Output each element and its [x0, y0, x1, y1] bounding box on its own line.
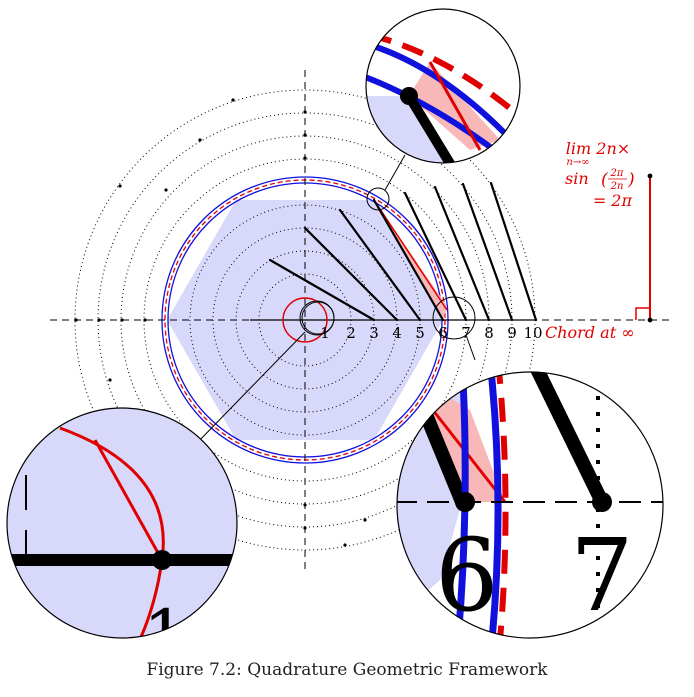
indicator-circle-center	[301, 301, 335, 335]
connector-right	[465, 334, 476, 361]
tick-10: 10	[523, 324, 542, 342]
tick-1: 1	[320, 324, 330, 342]
formula-sin: sin	[565, 169, 589, 188]
connector-center	[194, 331, 306, 446]
chord-at-infinity-label: Chord at ∞	[545, 323, 635, 342]
inset-label-6: 6	[435, 517, 499, 634]
axis-tick-labels: 1 2 3 4 5 6 7 8 9 10	[320, 324, 542, 342]
figure-caption: Figure 7.2: Quadrature Geometric Framewo…	[146, 660, 548, 680]
formula-line1-sub: n→∞	[566, 157, 589, 168]
radial-lines	[268, 181, 538, 322]
tick-9: 9	[507, 324, 517, 342]
tick-7: 7	[461, 324, 471, 342]
tick-3: 3	[369, 324, 379, 342]
tick-4: 4	[392, 324, 402, 342]
limit-formula: lim 2n× n→∞ sin 2π 2n ( ) = 2π	[565, 139, 635, 210]
circle-markers	[74, 98, 367, 547]
zoom-inset-bottom-right: 6 7	[396, 371, 664, 639]
limit-bottom-dot	[647, 317, 653, 323]
formula-frac-den: 2n	[610, 181, 624, 192]
tick-2: 2	[346, 324, 356, 342]
formula-frac-num: 2π	[610, 168, 624, 179]
tick-5: 5	[415, 324, 425, 342]
formula-line3: = 2π	[593, 191, 633, 210]
formula-line1: lim 2n×	[566, 139, 630, 158]
tick-6: 6	[438, 324, 448, 342]
unit-circle-red	[282, 297, 328, 343]
indicator-circle-top	[366, 187, 390, 211]
chord-red-line	[373, 199, 448, 311]
formula-paren-l: (	[601, 170, 608, 190]
tick-8: 8	[484, 324, 494, 342]
connector-top	[384, 154, 406, 191]
zoom-inset-top	[365, 8, 521, 164]
limit-top-dot	[647, 173, 653, 179]
right-angle-marker	[635, 307, 650, 320]
indicator-circle-right	[432, 296, 476, 340]
zoom-inset-bottom-left: 1	[6, 407, 238, 639]
formula-paren-r: )	[627, 170, 635, 190]
